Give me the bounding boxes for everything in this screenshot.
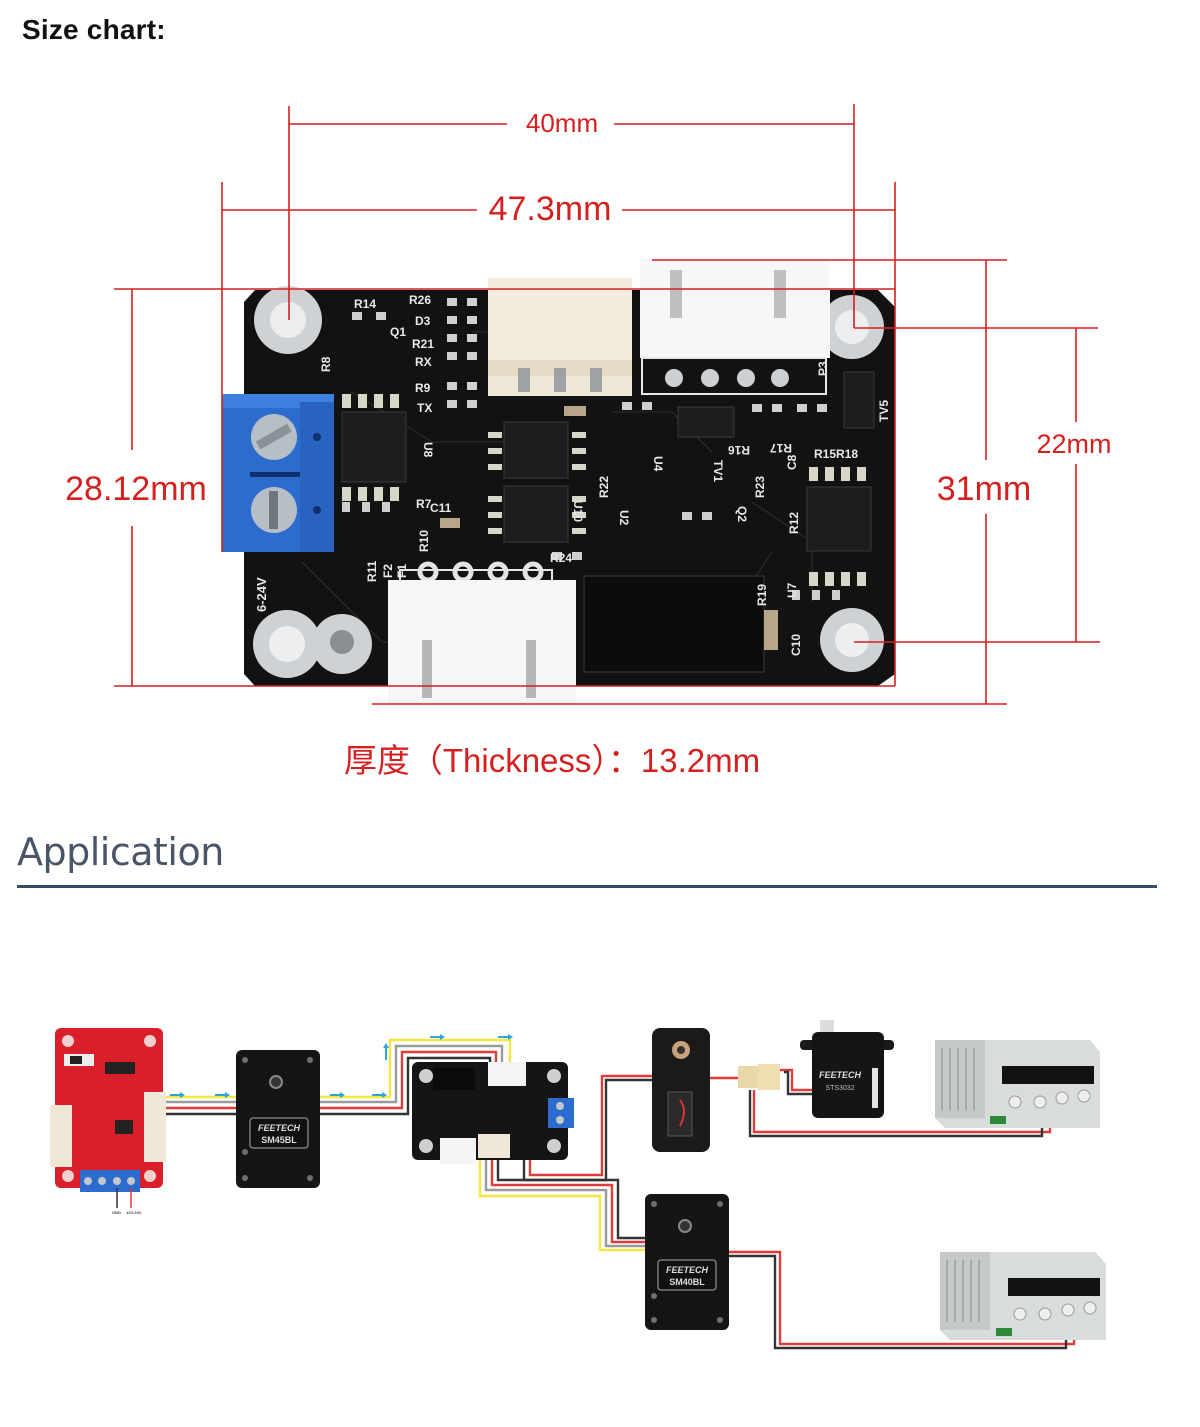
terminal-gnd-label: GND [112,1210,121,1215]
servo-1-model: SM45BL [261,1135,297,1145]
servo-2-brand: FEETECH [819,1070,862,1080]
arrow-icon [215,1092,230,1098]
silk-r7: R7 [416,497,432,511]
servo-3-brand: FEETECH [666,1265,709,1275]
silk-u4: U4 [651,456,665,472]
silk-r8: R8 [319,356,333,372]
wire-bundle-adapter-to-sm40bl [478,1155,645,1252]
silk-u8: U8 [421,442,435,458]
dim-board-width: 47.3mm [489,190,612,228]
servo-2-model: STS3032 [825,1085,854,1092]
silk-d3: D3 [415,314,431,328]
dim-overall-height: 31mm [937,470,1031,508]
arrow-icon [170,1092,185,1098]
wire-bundle-board-to-sm45bl [160,1095,236,1116]
application-wiring-diagram: GND 12V-24V FEETECH SM45BL [50,1020,1106,1350]
mounting-hole-top-right [820,295,884,359]
silk-r16: R16 [728,443,750,457]
servo-sm45bl: FEETECH SM45BL [236,1050,320,1188]
silk-6-24v: 6-24V [254,577,269,612]
silk-r9: R9 [415,381,431,395]
mounting-hole-bottom-left [253,610,372,678]
servo-sm40bl: FEETECH SM40BL [645,1194,729,1330]
servo-3-model: SM40BL [669,1277,705,1287]
dimension-diagram: R14 R26 D3 R21 RX R9 TX Q1 R8 U8 C11 R7 … [52,82,1152,802]
silk-f2: F2 [381,564,395,578]
silk-p3: P3 [816,361,830,376]
silk-r22: R22 [597,476,611,498]
silk-rx: RX [415,355,432,369]
silk-r15r18: R15R18 [814,447,858,461]
silk-r23: R23 [753,476,767,498]
silk-c8: C8 [785,454,799,470]
dim-hole-spacing-height: 22mm [1036,429,1111,459]
arrow-icon [372,1092,387,1098]
red-controller-board: GND 12V-24V [50,1028,166,1215]
connector-4pin-bottom [388,561,576,704]
dim-board-height: 28.12mm [65,470,207,508]
connector-4pin-top [640,258,830,395]
dim-hole-spacing-width: 40mm [526,108,598,138]
silk-c11: C11 [430,501,452,515]
adapter-board [412,1062,574,1164]
silk-r11: R11 [365,560,379,582]
dimension-lines [114,104,1100,705]
arrow-icon [430,1034,445,1040]
silk-r19: R19 [755,584,769,606]
silk-u10: U10 [571,500,585,522]
silk-tx: TX [417,401,432,415]
thickness-label: 厚度（Thickness）：13.2mm [344,742,760,779]
power-supply-2 [940,1252,1106,1340]
silk-r14: R14 [354,297,376,311]
terminal-block [222,394,334,552]
mounting-hole-top-left [254,286,322,354]
silk-q1: Q1 [390,325,406,339]
silk-r10: R10 [417,530,431,552]
pcb-board: R14 R26 D3 R21 RX R9 TX Q1 R8 U8 C11 R7 … [222,258,895,704]
connector-3pin-top [488,278,632,396]
servo-sts3032: FEETECH STS3032 [800,1020,894,1118]
application-heading: Application [17,830,224,874]
silk-r12: R12 [787,512,801,534]
silk-tv5: TV5 [877,400,891,422]
silk-u7: U7 [785,582,799,598]
arrow-icon [383,1043,389,1060]
signal-arrows [170,1034,513,1098]
wire-bundle-sm45bl-to-adapter [320,1038,512,1116]
power-supply-1 [935,1040,1100,1128]
silk-r21: R21 [412,337,434,351]
application-heading-divider [17,885,1157,888]
silk-r24: R24 [550,551,572,565]
silk-u2: U2 [617,510,631,526]
arrow-icon [330,1092,345,1098]
terminal-voltage-label: 12V-24V [126,1210,142,1215]
arrow-icon [498,1034,513,1040]
silk-c10: C10 [789,634,803,656]
servo-upper-large [652,1028,710,1152]
silk-r17: R17 [770,441,792,455]
servo-1-brand: FEETECH [258,1123,301,1133]
size-chart-heading: Size chart: [22,14,166,45]
silk-r26: R26 [409,293,431,307]
silk-q2: Q2 [735,506,749,522]
inline-connector [738,1064,780,1090]
mounting-hole-bottom-right [820,608,884,672]
silk-tv1: TV1 [711,460,725,482]
